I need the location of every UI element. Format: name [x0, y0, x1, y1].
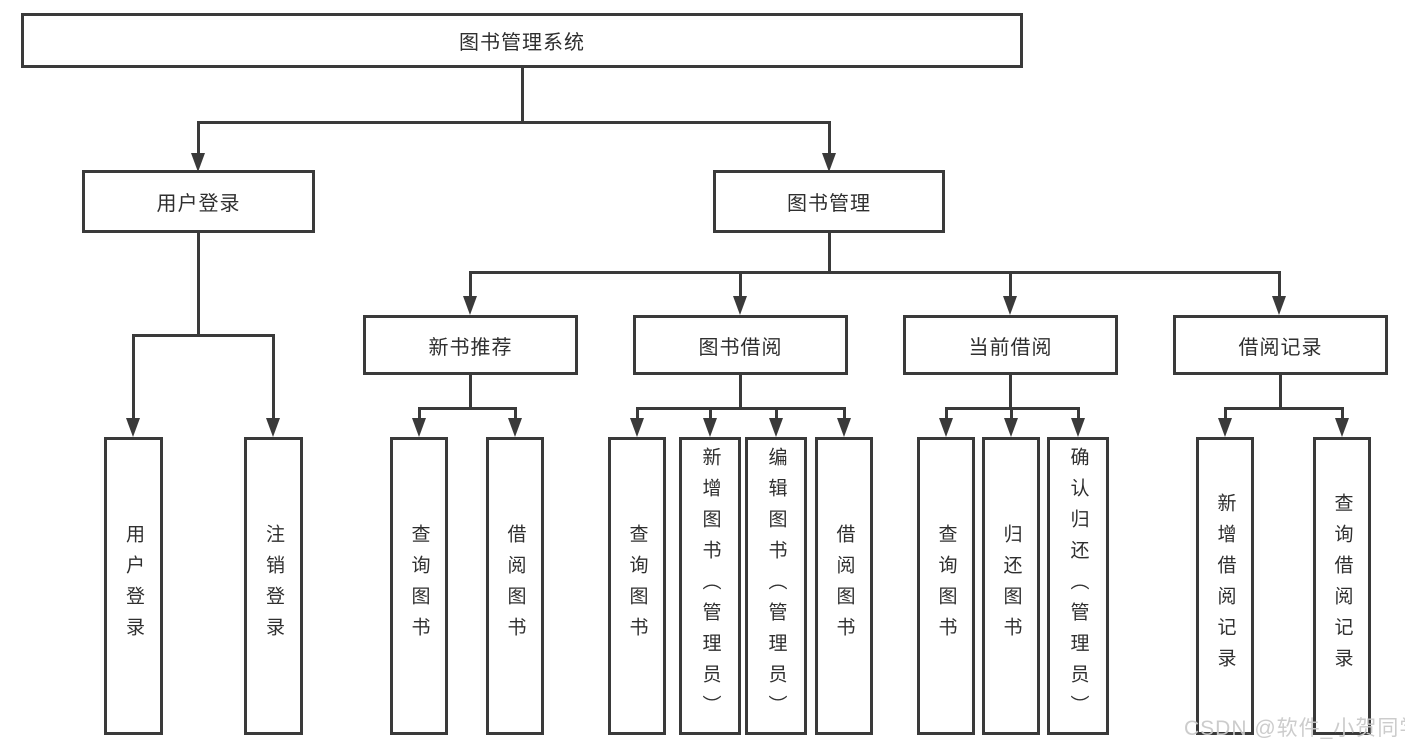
connector-line — [636, 407, 639, 419]
node-borrowing-records: 借阅记录 — [1173, 315, 1388, 375]
node-label: 查询图书 — [408, 524, 430, 648]
leaf-query-books-borrowing: 查询图书 — [608, 437, 666, 735]
arrow-down-icon — [1335, 418, 1349, 437]
leaf-return-book: 归还图书 — [982, 437, 1040, 735]
node-book-borrowing: 图书借阅 — [633, 315, 848, 375]
connector-line — [739, 375, 742, 409]
arrow-down-icon — [1003, 296, 1017, 315]
node-label: 用户登录 — [123, 524, 144, 648]
connector-line — [197, 121, 831, 124]
node-user-login: 用户登录 — [82, 170, 315, 233]
node-label: 图书管理 — [787, 193, 871, 215]
connector-line — [1077, 407, 1080, 419]
connector-line — [469, 271, 1281, 274]
watermark: CSDN @软件_小贺同学 — [1184, 717, 1405, 740]
arrow-down-icon — [630, 418, 644, 437]
connector-line — [1009, 271, 1012, 297]
node-label: 借阅图书 — [833, 524, 855, 648]
connector-line — [469, 375, 472, 409]
arrow-down-icon — [769, 418, 783, 437]
arrow-down-icon — [126, 418, 140, 437]
node-label: 当前借阅 — [968, 336, 1053, 359]
connector-line — [132, 334, 274, 337]
connector-line — [1279, 375, 1282, 409]
connector-line — [1009, 375, 1012, 409]
node-label: 新增借阅记录 — [1214, 493, 1236, 679]
arrow-down-icon — [1004, 418, 1018, 437]
connector-line — [272, 334, 275, 419]
node-current-borrowing: 当前借阅 — [903, 315, 1118, 375]
arrow-down-icon — [508, 418, 522, 437]
connector-line — [521, 66, 524, 123]
connector-line — [197, 121, 200, 156]
arrow-down-icon — [939, 418, 953, 437]
node-label: 借阅图书 — [504, 524, 526, 648]
leaf-query-books-recommend: 查询图书 — [390, 437, 448, 735]
node-label: 借阅记录 — [1238, 336, 1323, 359]
leaf-add-borrow-record: 新增借阅记录 — [1196, 437, 1254, 735]
arrow-down-icon — [1272, 296, 1286, 315]
arrow-down-icon — [822, 153, 836, 172]
leaf-edit-book-admin: 编辑图书（管理员） — [745, 437, 807, 735]
node-label: 查询图书 — [626, 524, 648, 648]
connector-line — [1278, 271, 1281, 297]
connector-line — [739, 271, 742, 297]
connector-line — [1224, 407, 1227, 419]
node-label: 查询借阅记录 — [1331, 493, 1353, 679]
leaf-logout: 注销登录 — [244, 437, 303, 735]
arrow-down-icon — [191, 153, 205, 172]
arrow-down-icon — [412, 418, 426, 437]
connector-line — [418, 407, 517, 410]
arrow-down-icon — [837, 418, 851, 437]
node-label: 确认归还（管理员） — [1067, 446, 1089, 726]
leaf-borrow-books-recommend: 借阅图书 — [486, 437, 544, 735]
arrow-down-icon — [463, 296, 477, 315]
arrow-down-icon — [703, 418, 717, 437]
connector-line — [828, 233, 831, 273]
leaf-borrow-books: 借阅图书 — [815, 437, 873, 735]
arrow-down-icon — [1071, 418, 1085, 437]
node-label: 归还图书 — [1000, 524, 1022, 648]
leaf-confirm-return-admin: 确认归还（管理员） — [1047, 437, 1109, 735]
connector-line — [132, 334, 135, 419]
connector-line — [1224, 407, 1344, 410]
leaf-add-book-admin: 新增图书（管理员） — [679, 437, 741, 735]
leaf-user-login: 用户登录 — [104, 437, 163, 735]
node-library-management-system: 图书管理系统 — [21, 13, 1023, 68]
node-new-book-recommend: 新书推荐 — [363, 315, 578, 375]
node-label: 注销登录 — [263, 524, 284, 648]
node-label: 图书管理系统 — [459, 32, 585, 54]
connector-line — [1010, 407, 1013, 419]
leaf-query-books-current: 查询图书 — [917, 437, 975, 735]
arrow-down-icon — [733, 296, 747, 315]
node-label: 用户登录 — [156, 193, 241, 215]
connector-line — [1341, 407, 1344, 419]
arrow-down-icon — [266, 418, 280, 437]
connector-line — [828, 121, 831, 156]
arrow-down-icon — [1218, 418, 1232, 437]
node-label: 新书推荐 — [428, 336, 513, 359]
node-book-management: 图书管理 — [713, 170, 945, 233]
connector-line — [945, 407, 948, 419]
node-label: 新增图书（管理员） — [699, 446, 721, 726]
connector-line — [514, 407, 517, 419]
node-label: 查询图书 — [935, 524, 957, 648]
connector-line — [197, 233, 200, 336]
node-label: 图书借阅 — [698, 336, 783, 359]
connector-line — [469, 271, 472, 297]
leaf-query-borrow-record: 查询借阅记录 — [1313, 437, 1371, 735]
connector-line — [843, 407, 846, 419]
connector-line — [418, 407, 421, 419]
connector-line — [709, 407, 712, 419]
node-label: 编辑图书（管理员） — [765, 446, 787, 726]
connector-line — [636, 407, 846, 410]
connector-line — [775, 407, 778, 419]
